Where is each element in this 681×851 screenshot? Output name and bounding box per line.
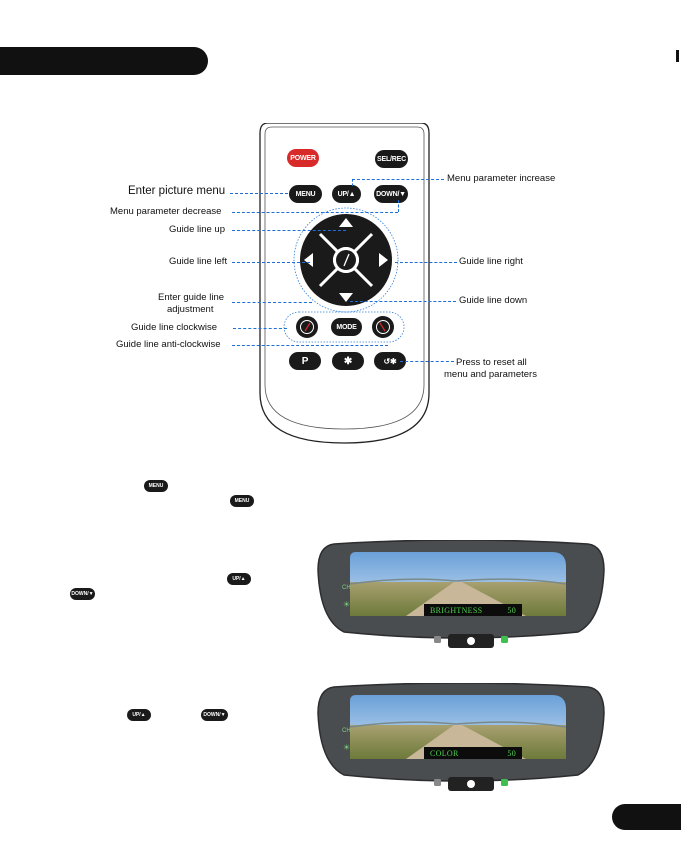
leader-line: [230, 193, 288, 194]
inline-down-icon: DOWN/▼: [70, 588, 95, 600]
inline-up-icon: UP/▲: [127, 709, 151, 721]
osd-bar: BRIGHTNESS 50: [424, 604, 522, 616]
label-guide-line-clockwise: Guide line clockwise: [131, 322, 217, 333]
osd-value: 50: [507, 606, 516, 615]
label-guide-line-left: Guide line left: [169, 256, 227, 267]
label-press-to-reset-2: menu and parameters: [444, 369, 537, 380]
mirror-ch-label: CH: [342, 728, 351, 734]
inline-down-icon: DOWN/▼: [201, 709, 228, 721]
leader-line: [352, 179, 353, 186]
inline-menu-icon: MENU: [144, 480, 168, 492]
brightness-sun-icon: ☀: [343, 743, 350, 752]
rearview-mirror-brightness: CH ☀ BRIGHTNESS 50: [316, 540, 606, 658]
label-menu-param-decrease: Menu parameter decrease: [110, 206, 221, 217]
leader-line: [395, 262, 457, 263]
leader-line: [232, 262, 310, 263]
leader-line: [232, 302, 312, 303]
label-enter-guide-line-2: adjustment: [167, 304, 213, 315]
leader-line: [350, 301, 456, 302]
leader-line: [232, 345, 388, 346]
inline-up-icon: UP/▲: [227, 573, 251, 585]
osd-label: COLOR: [430, 749, 459, 758]
label-guide-line-down: Guide line down: [459, 295, 527, 306]
label-guide-line-up: Guide line up: [169, 224, 225, 235]
power-button[interactable]: POWER: [287, 149, 319, 167]
osd-value: 50: [507, 749, 516, 758]
label-enter-picture-menu: Enter picture menu: [128, 185, 225, 197]
leader-line: [352, 179, 444, 180]
osd-label: BRIGHTNESS: [430, 606, 482, 615]
menu-button[interactable]: MENU: [289, 185, 322, 203]
star-button[interactable]: ✱: [332, 352, 364, 370]
label-guide-line-anticlockwise: Guide line anti-clockwise: [116, 339, 221, 350]
up-button[interactable]: UP/▲: [332, 185, 361, 203]
mirror-ch-label: CH: [342, 585, 351, 591]
page-number-bar: [612, 804, 681, 830]
label-menu-param-increase: Menu parameter increase: [447, 173, 555, 184]
leader-line: [232, 212, 398, 213]
p-button[interactable]: P: [289, 352, 321, 370]
inline-menu-icon: MENU: [230, 495, 254, 507]
remote-control: POWER SEL/REC MENU UP/▲ DOWN/▼ MODE P ✱ …: [258, 123, 431, 445]
leader-line: [398, 200, 399, 212]
down-button[interactable]: DOWN/▼: [374, 185, 408, 203]
remote-body-outline: [258, 123, 431, 445]
osd-bar: COLOR 50: [424, 747, 522, 759]
leader-line: [233, 328, 287, 329]
leader-line: [400, 361, 454, 362]
rearview-mirror-color: CH ☀ COLOR 50: [316, 683, 606, 801]
label-guide-line-right: Guide line right: [459, 256, 523, 267]
corner-mark: [676, 50, 679, 62]
label-enter-guide-line-1: Enter guide line: [158, 292, 224, 303]
section-header-bar: [0, 47, 208, 75]
brightness-sun-icon: ☀: [343, 600, 350, 609]
sel-rec-button[interactable]: SEL/REC: [375, 150, 408, 168]
mode-button[interactable]: MODE: [331, 318, 362, 336]
label-press-to-reset-1: Press to reset all: [456, 357, 527, 368]
leader-line: [232, 230, 346, 231]
